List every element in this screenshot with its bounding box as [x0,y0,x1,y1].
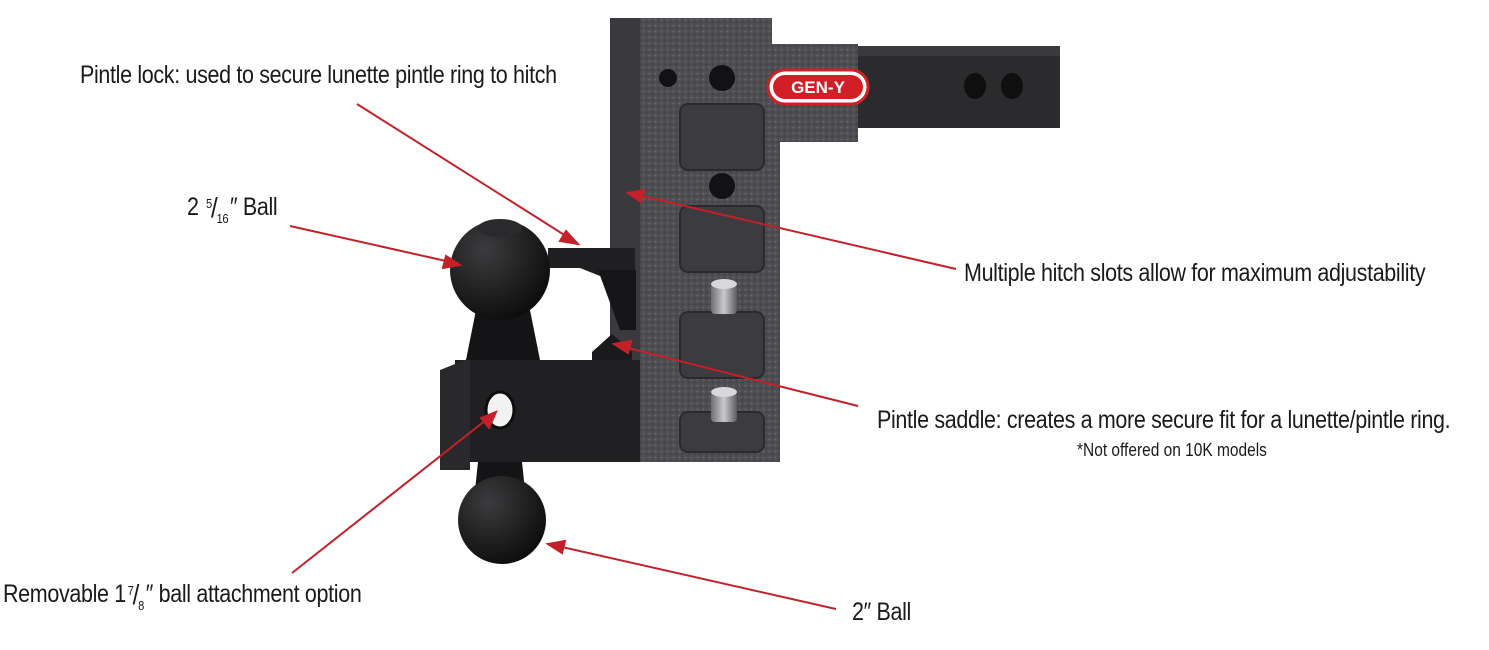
large-ball [450,219,550,360]
arrow-pintle-lock [356,103,581,246]
pintle-saddle [592,334,632,362]
removable-fraction: 7/8 [127,579,145,613]
large-ball-whole: 2 [187,193,199,221]
pintle-lock [548,248,636,330]
large-ball-suffix: ″ Ball [229,193,278,221]
arrow-large-ball [289,225,463,270]
fraction-numerator: 5 [205,196,212,211]
arrow-removable [291,410,498,574]
arrow-hitch-slots [625,188,957,270]
fraction-denominator: 16 [216,211,229,226]
label-large-ball: 2 5/16″ Ball [187,192,278,226]
removable-suffix: ″ ball attachment option [145,580,362,608]
lock-pins [711,279,737,422]
large-ball-fraction: 5/16 [205,192,229,226]
label-hitch-slots: Multiple hitch slots allow for maximum a… [964,259,1426,287]
label-pintle-lock: Pintle lock: used to secure lunette pint… [80,61,557,89]
hitch-slots [679,103,765,453]
drop-body [610,18,858,462]
arrow-small-ball [545,539,837,610]
label-pintle-saddle: Pintle saddle: creates a more secure fit… [877,406,1451,434]
receiver-shank [858,46,1060,128]
logo-text: GEN-Y [791,78,846,97]
brand-logo: GEN-Y [766,68,870,106]
callout-arrows [289,103,957,610]
ball-mount [440,358,640,470]
small-ball [458,462,546,564]
label-small-ball: 2″ Ball [852,598,911,626]
fraction-numerator: 7 [127,583,134,598]
fraction-denominator: 8 [138,598,145,613]
label-saddle-note: *Not offered on 10K models [1077,440,1267,460]
removable-prefix: Removable 1 [3,580,126,608]
arrow-pintle-saddle [611,339,859,407]
